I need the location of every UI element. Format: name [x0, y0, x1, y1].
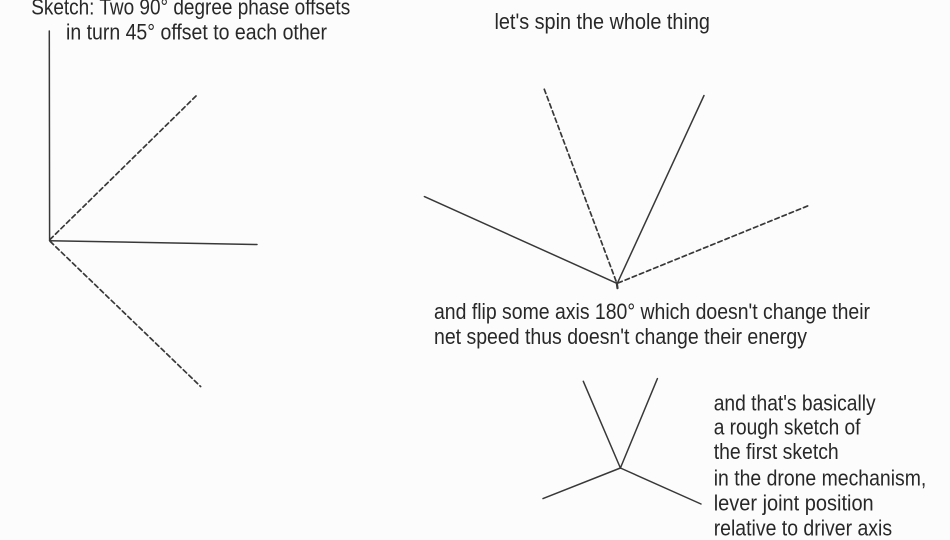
svg-text:in turn 45° offset to each oth: in turn 45° offset to each other: [66, 20, 327, 45]
svg-text:and flip some axis 180° which: and flip some axis 180° which doesn't ch…: [434, 299, 870, 324]
svg-text:let's spin the whole thing: let's spin the whole thing: [495, 9, 710, 34]
svg-text:relative to driver axis: relative to driver axis: [714, 516, 892, 540]
svg-text:net speed thus doesn't change: net speed thus doesn't change their ener…: [434, 324, 807, 349]
svg-text:a rough sketch of: a rough sketch of: [714, 415, 862, 440]
svg-text:in the drone mechanism,: in the drone mechanism,: [714, 466, 927, 491]
svg-text:and that's basically: and that's basically: [714, 390, 876, 415]
svg-text:Sketch: Two 90° degree phase o: Sketch: Two 90° degree phase offsets: [31, 0, 350, 20]
svg-text:lever joint position: lever joint position: [714, 490, 874, 515]
svg-text:the first sketch: the first sketch: [714, 439, 839, 464]
